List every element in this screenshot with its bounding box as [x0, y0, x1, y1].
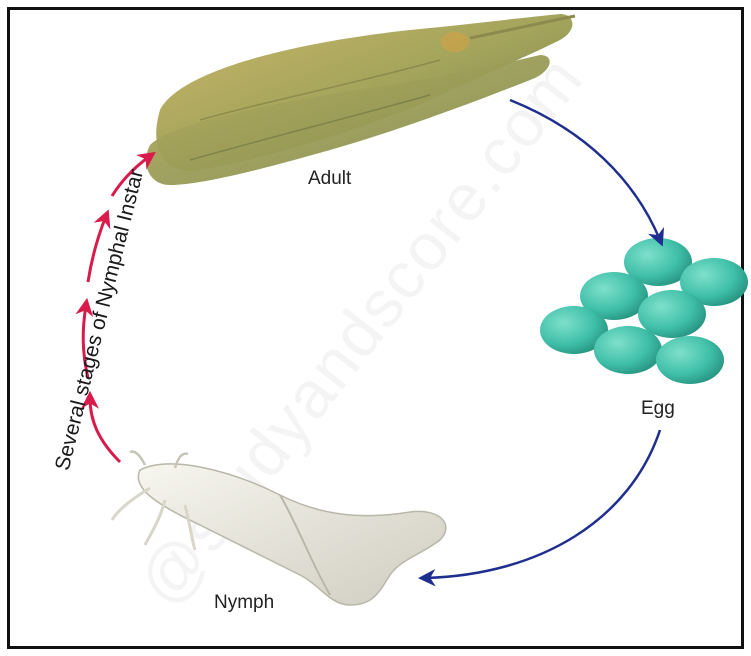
nymph-label: Nymph: [214, 592, 274, 614]
nymph-insect-icon: [112, 452, 446, 605]
arrow-icon: [425, 430, 660, 578]
arrow-icon: [510, 100, 660, 240]
egg-label: Egg: [641, 398, 675, 420]
arrow-icon: [90, 398, 120, 462]
eggs-cluster-icon: [540, 238, 748, 384]
adult-label: Adult: [308, 168, 351, 190]
